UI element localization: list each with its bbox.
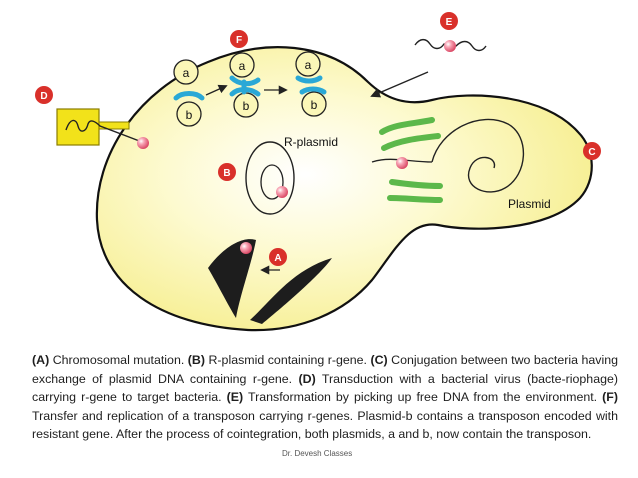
r-plasmid-inner bbox=[260, 164, 284, 200]
caption-text-d: Transduction with a bacterial virus (bac… bbox=[32, 371, 618, 405]
svg-text:C: C bbox=[588, 147, 595, 158]
caption-key-b: (B) bbox=[187, 353, 205, 367]
plasmid-b-right bbox=[301, 91, 327, 117]
transposon-left bbox=[173, 91, 205, 101]
donor-plasmid bbox=[431, 118, 525, 193]
pilus-1 bbox=[379, 117, 435, 135]
svg-text:E: E bbox=[446, 17, 453, 28]
marker-c: C bbox=[583, 142, 601, 160]
plasmid-a-left bbox=[173, 59, 199, 85]
free-dna-dot bbox=[444, 40, 456, 52]
plasmid-a-mid bbox=[229, 52, 255, 78]
marker-e: E bbox=[440, 12, 458, 30]
marker-f: F bbox=[230, 30, 248, 48]
transposon-cointegrate bbox=[229, 75, 261, 97]
r-gene-dot bbox=[276, 186, 288, 198]
conjugation-group: Plasmid bbox=[371, 117, 551, 211]
transfer-gene-dot bbox=[396, 157, 408, 169]
marker-a: A bbox=[269, 248, 287, 266]
plasmid-a-right bbox=[295, 51, 321, 77]
plasmid-a-label-mid: a bbox=[239, 59, 246, 73]
pilus-3 bbox=[389, 179, 443, 189]
caption-text-a: Chromosomal mutation. bbox=[49, 353, 188, 367]
plasmid-b-label-right: b bbox=[311, 98, 318, 112]
transposon-transfer-group: a b a b a b bbox=[173, 51, 327, 127]
chromosome-left-arm bbox=[208, 239, 256, 318]
transformation-arrow bbox=[370, 71, 429, 98]
caption-key-e: (E) bbox=[226, 390, 244, 405]
caption-text-f: Transfer and replication of a transposon… bbox=[32, 408, 618, 442]
plasmid-b-left bbox=[176, 101, 202, 127]
plasmid-b-label-mid: b bbox=[243, 99, 250, 113]
phage-gene-dot bbox=[137, 137, 149, 149]
pilus-2 bbox=[381, 133, 441, 151]
r-plasmid-outer bbox=[245, 141, 295, 215]
plasmid-a-label-right: a bbox=[305, 58, 312, 72]
chromosome-group bbox=[208, 239, 332, 324]
r-plasmid-group: R-plasmid bbox=[245, 135, 338, 215]
mutation-dot bbox=[240, 242, 252, 254]
r-plasmid-label: R-plasmid bbox=[284, 135, 338, 149]
plasmid-label: Plasmid bbox=[508, 197, 551, 211]
caption-key-a: (A) bbox=[32, 353, 50, 367]
bacterial-cell bbox=[95, 46, 593, 332]
caption-key-f: (F) bbox=[602, 390, 618, 405]
caption-text-e: Transformation by picking up free DNA fr… bbox=[243, 390, 603, 405]
marker-b: B bbox=[218, 163, 236, 181]
phage-transduction-group bbox=[56, 108, 143, 146]
caption-key-d: (D) bbox=[298, 371, 316, 386]
caption-key-c: (C) bbox=[370, 353, 388, 367]
transposon-right-b bbox=[299, 86, 327, 95]
credit-watermark: Dr. Devesh Classes bbox=[282, 449, 353, 458]
svg-text:A: A bbox=[274, 253, 281, 264]
chromosome-right-arm bbox=[250, 258, 332, 324]
caption-text-b: R-plasmid containing r-gene. bbox=[204, 353, 371, 367]
svg-text:F: F bbox=[236, 35, 242, 46]
pilus-4 bbox=[387, 195, 443, 203]
phage-dna bbox=[65, 119, 143, 143]
plasmid-b-label-left: b bbox=[186, 108, 193, 122]
svg-text:B: B bbox=[223, 168, 230, 179]
plasmid-a-label-left: a bbox=[183, 66, 190, 80]
transposon-right-a bbox=[295, 75, 323, 84]
figure-caption: (A) Chromosomal mutation. (B) R-plasmid … bbox=[32, 351, 618, 444]
marker-d: D bbox=[35, 86, 53, 104]
caption-text-c: Conjugation between two bacteria having … bbox=[32, 353, 619, 386]
arrow-step-1 bbox=[205, 84, 228, 96]
svg-text:D: D bbox=[40, 91, 47, 102]
